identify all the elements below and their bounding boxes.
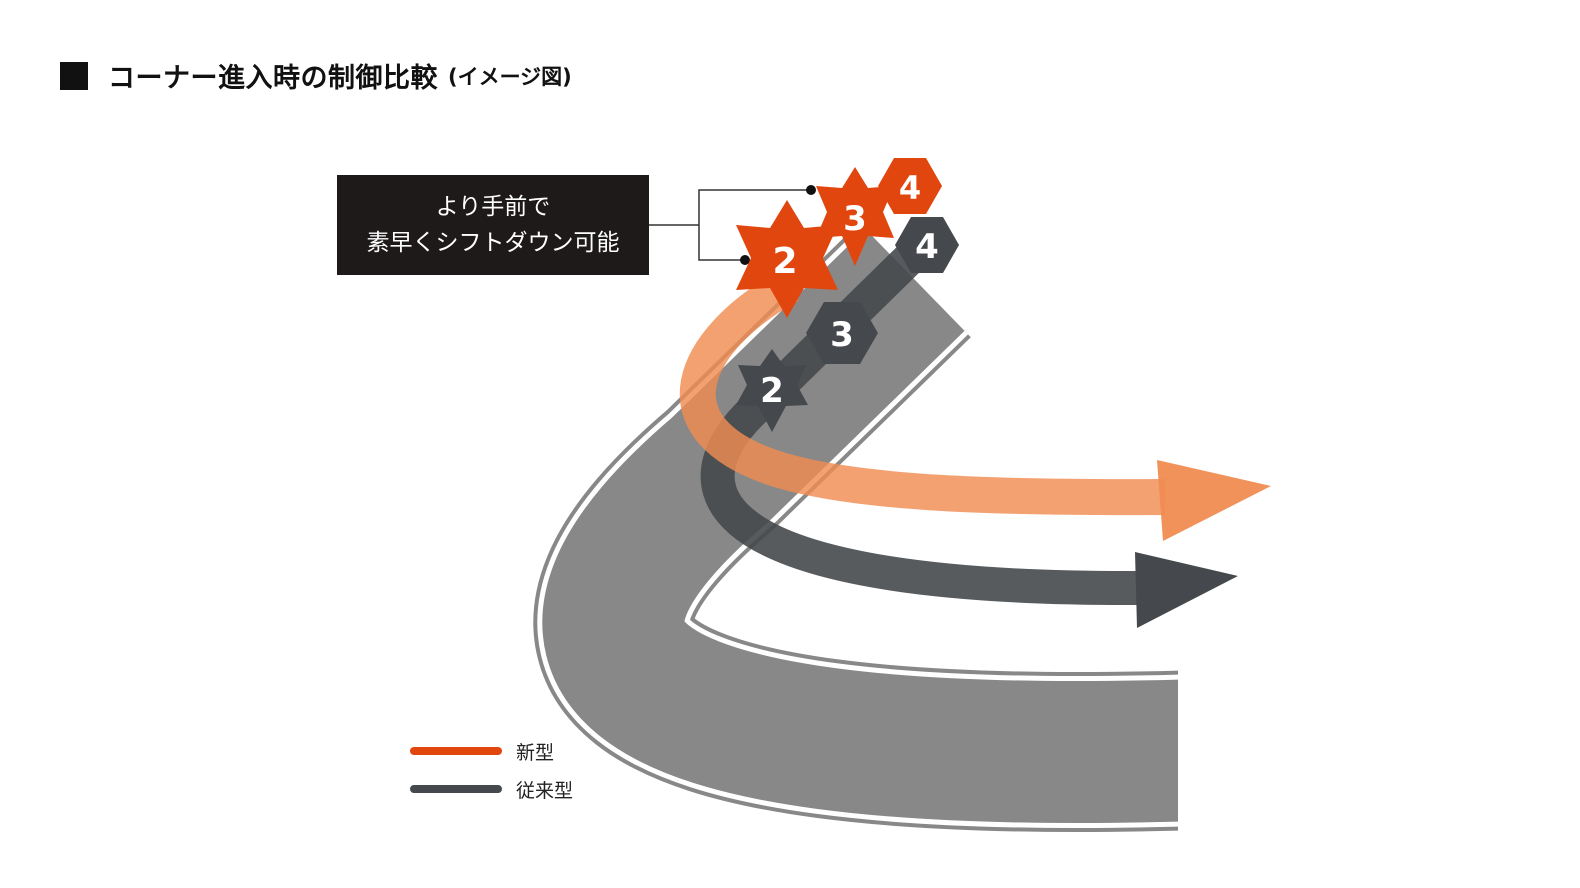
old-gear-2-badge [736,349,808,432]
old-gear-2-label: 2 [760,371,784,411]
new-gear-4-label: 4 [899,169,921,207]
title-main: コーナー進入時の制御比較 [108,63,438,94]
old-gear-4-label: 4 [915,227,939,267]
old-gear-3-label: 3 [830,315,854,355]
new-type-arrowhead [1157,460,1271,541]
new-gear-4-badge [878,158,942,214]
old-gear-3-badge [806,302,878,364]
new-gear-2-badge [736,200,838,318]
title-square-icon [60,61,88,90]
new-type-path [679,269,1166,516]
legend-old-label: 従来型 [516,779,574,802]
legend-new-line [410,747,502,755]
old-type-path [700,235,1141,606]
callout-line-2: 素早くシフトダウン可能 [366,230,620,256]
diagram-title: コーナー進入時の制御比較 (イメージ図) [60,56,572,95]
legend-old-line [410,785,502,793]
legend: 新型 従来型 [410,732,573,808]
callout-dot-bottom [740,255,750,265]
old-gear-4-badge [895,217,959,273]
callout-line-1: より手前で [435,194,551,220]
road-asphalt [542,229,1178,824]
legend-new-label: 新型 [516,741,555,764]
callout-dot-top [806,185,816,195]
new-gear-2-label: 2 [772,241,797,282]
new-gear-3-label: 3 [843,199,867,239]
legend-item-old: 従来型 [410,770,573,808]
title-sub: (イメージ図) [448,64,572,89]
old-type-arrowhead [1135,552,1238,628]
legend-item-new: 新型 [410,732,573,770]
callout-box: より手前で 素早くシフトダウン可能 [337,175,649,275]
new-gear-3-badge [816,167,894,266]
